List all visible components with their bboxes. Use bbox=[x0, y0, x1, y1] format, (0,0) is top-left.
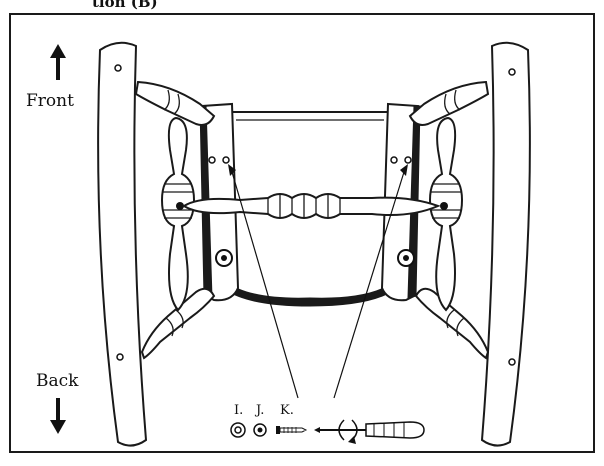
hardware-label-k: K. bbox=[280, 403, 294, 418]
diagram-frame bbox=[9, 13, 595, 453]
left-front-leg bbox=[134, 80, 216, 126]
left-back-leg bbox=[140, 287, 216, 360]
right-front-leg bbox=[408, 80, 490, 126]
front-label: Front bbox=[26, 91, 74, 111]
front-arrow-icon bbox=[50, 44, 66, 80]
screwdriver-icon bbox=[314, 421, 425, 439]
left-rocker bbox=[97, 41, 148, 447]
lock-washer-icon bbox=[253, 423, 267, 437]
left-side-stretcher bbox=[160, 116, 196, 312]
washer-icon bbox=[230, 422, 246, 438]
back-arrow-icon bbox=[50, 398, 66, 434]
right-rocker bbox=[480, 41, 531, 447]
back-label: Back bbox=[36, 371, 79, 391]
leader-lines bbox=[228, 164, 408, 399]
hardware-label-i: I. bbox=[234, 403, 243, 418]
right-side-stretcher bbox=[428, 116, 464, 312]
section-heading-fragment: tion (B) bbox=[92, 0, 158, 11]
rotate-arrow-icon bbox=[338, 419, 358, 444]
right-back-leg bbox=[414, 287, 490, 360]
hardware-label-j: J. bbox=[254, 403, 264, 418]
screw-icon bbox=[276, 426, 308, 434]
middle-stretcher bbox=[182, 193, 441, 219]
